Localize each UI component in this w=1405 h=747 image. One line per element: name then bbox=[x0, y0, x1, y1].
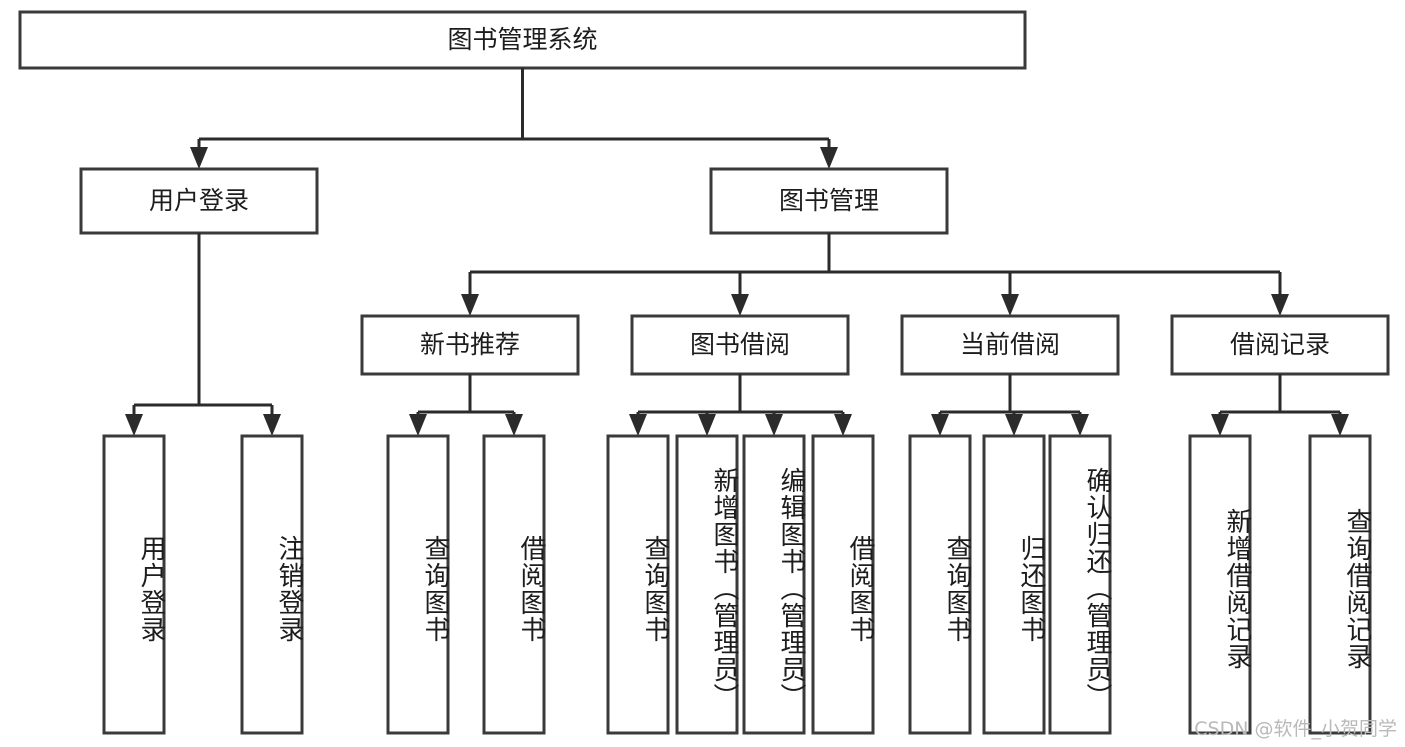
node-box[interactable] bbox=[982, 434, 1046, 735]
watermark: CSDN @软件_小贺同学 bbox=[1194, 718, 1397, 740]
node-book-borrow[interactable]: 图书借阅 bbox=[630, 314, 850, 376]
node-root[interactable]: 图书管理系统 bbox=[18, 10, 1027, 70]
node-box[interactable] bbox=[742, 434, 806, 735]
node-leaf-query-book-current[interactable] bbox=[908, 434, 972, 735]
node-label: 用户登录 bbox=[149, 186, 249, 215]
node-label: 新书推荐 bbox=[420, 330, 520, 359]
node-box[interactable] bbox=[1048, 434, 1112, 735]
node-leaf-user-login[interactable] bbox=[102, 434, 166, 735]
node-label: 图书管理 bbox=[779, 186, 879, 215]
node-leaf-edit-book-admin[interactable] bbox=[742, 434, 806, 735]
node-leaf-user-logout[interactable] bbox=[240, 434, 304, 735]
node-box[interactable] bbox=[606, 434, 670, 735]
node-box[interactable] bbox=[1308, 434, 1372, 735]
node-box[interactable] bbox=[1170, 314, 1390, 376]
node-box[interactable] bbox=[709, 167, 949, 235]
node-box[interactable] bbox=[811, 434, 875, 735]
node-box[interactable] bbox=[482, 434, 546, 735]
node-leaf-borrow-book[interactable] bbox=[811, 434, 875, 735]
node-leaf-confirm-return-admin[interactable] bbox=[1048, 434, 1112, 735]
node-current-borrow[interactable]: 当前借阅 bbox=[900, 314, 1120, 376]
node-label: 图书借阅 bbox=[690, 330, 790, 359]
node-box[interactable] bbox=[102, 434, 166, 735]
node-leaf-add-borrow-record[interactable] bbox=[1188, 434, 1252, 735]
node-borrow-record[interactable]: 借阅记录 bbox=[1170, 314, 1390, 376]
node-leaf-borrow-book-rec[interactable] bbox=[482, 434, 546, 735]
node-box[interactable] bbox=[240, 434, 304, 735]
node-user-login[interactable]: 用户登录 bbox=[79, 167, 319, 235]
node-box[interactable] bbox=[675, 434, 739, 735]
node-book-manage[interactable]: 图书管理 bbox=[709, 167, 949, 235]
node-box[interactable] bbox=[79, 167, 319, 235]
node-leaf-return-book[interactable] bbox=[982, 434, 1046, 735]
node-label: 图书管理系统 bbox=[447, 25, 597, 54]
node-box[interactable] bbox=[908, 434, 972, 735]
node-leaf-query-book-rec[interactable] bbox=[386, 434, 450, 735]
node-label: 当前借阅 bbox=[960, 330, 1060, 359]
node-box[interactable] bbox=[1188, 434, 1252, 735]
node-box[interactable] bbox=[18, 10, 1027, 70]
node-leaf-query-book-borrow[interactable] bbox=[606, 434, 670, 735]
node-new-book-recommend[interactable]: 新书推荐 bbox=[360, 314, 580, 376]
node-box[interactable] bbox=[386, 434, 450, 735]
node-label: 借阅记录 bbox=[1230, 330, 1330, 359]
node-leaf-query-borrow-record[interactable] bbox=[1308, 434, 1372, 735]
node-leaf-add-book-admin[interactable] bbox=[675, 434, 739, 735]
